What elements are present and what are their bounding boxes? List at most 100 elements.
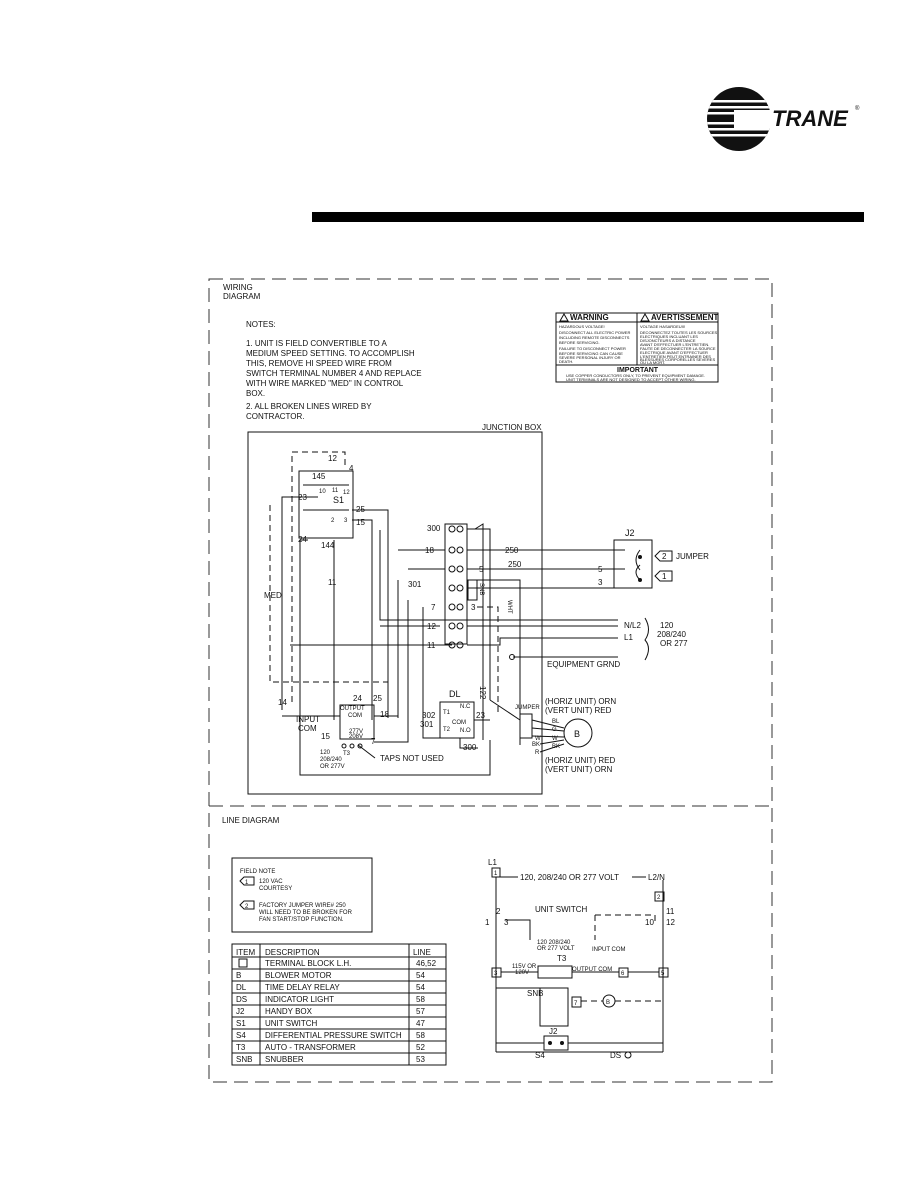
legend-description: DIFFERENTIAL PRESSURE SWITCH: [265, 1031, 402, 1040]
svg-text:4: 4: [349, 464, 354, 473]
j2-handy-box: J2 2 JUMPER 1 5 3: [467, 528, 709, 589]
legend-line: 52: [416, 1043, 425, 1052]
svg-text:1: 1: [485, 918, 490, 927]
svg-text:LINE: LINE: [413, 948, 431, 957]
note-2-line: 2. ALL BROKEN LINES WIRED BY: [246, 402, 372, 411]
legend-description: AUTO - TRANSFORMER: [265, 1043, 356, 1052]
legend-description: TIME DELAY RELAY: [265, 983, 340, 992]
svg-text:BLESSURES CORPORELLES SEVERES: BLESSURES CORPORELLES SEVERES: [640, 357, 715, 362]
legend-description: SNUBBER: [265, 1055, 304, 1064]
svg-text:3: 3: [504, 918, 509, 927]
svg-text:7: 7: [371, 737, 376, 746]
legend-line: 47: [416, 1019, 425, 1028]
svg-text:T3: T3: [557, 954, 567, 963]
legend-description: UNIT SWITCH: [265, 1019, 318, 1028]
svg-text:120V: 120V: [515, 970, 529, 976]
svg-text:J2: J2: [549, 1027, 558, 1036]
svg-text:10: 10: [319, 489, 326, 495]
svg-text:WILL NEED TO BE BROKEN FOR: WILL NEED TO BE BROKEN FOR: [259, 910, 353, 916]
svg-text:18: 18: [380, 710, 389, 719]
svg-text:14: 14: [278, 698, 287, 707]
svg-text:1: 1: [494, 871, 498, 877]
svg-text:120: 120: [320, 750, 331, 756]
legend-item: DS: [236, 995, 247, 1004]
svg-text:L1: L1: [624, 633, 633, 642]
svg-text:SEVERE PERSONAL INJURY OR: SEVERE PERSONAL INJURY OR: [559, 355, 621, 360]
field-note-box: FIELD NOTE 1 120 VAC COURTESY 2 FACTORY …: [231, 857, 373, 933]
svg-text:3: 3: [598, 578, 603, 587]
svg-text:ELECTRIQUE AVANT D'EFFECTUER: ELECTRIQUE AVANT D'EFFECTUER: [640, 350, 708, 355]
legend-line: 46,52: [416, 959, 437, 968]
svg-text:FAN START/STOP FUNCTION.: FAN START/STOP FUNCTION.: [259, 917, 344, 923]
svg-text:25: 25: [373, 694, 382, 703]
svg-text:277V: 277V: [349, 729, 363, 735]
wiring-title: WIRING: [223, 283, 253, 292]
junction-box: JUNCTION BOX 12 4 145 10 11 12 S1 23 25 …: [247, 423, 625, 795]
svg-text:BK: BK: [532, 742, 540, 748]
svg-text:208/240: 208/240: [657, 630, 686, 639]
svg-text:EQUIPMENT GRND: EQUIPMENT GRND: [547, 660, 620, 669]
legend-description: TERMINAL BLOCK L.H.: [265, 959, 351, 968]
svg-text:OU LA MORT.: OU LA MORT.: [640, 360, 665, 365]
sheet-frame: [208, 278, 773, 1083]
svg-text:11: 11: [332, 488, 339, 494]
svg-text:N/L2: N/L2: [624, 621, 641, 630]
svg-text:DECONNECTEZ TOUTES LES SOURCES: DECONNECTEZ TOUTES LES SOURCES: [640, 330, 718, 335]
power-supply-labels: N/L2 L1 120 208/240 OR 277 EQUIPMENT GRN…: [547, 617, 688, 669]
note-1-line: THIS, REMOVE HI SPEED WIRE FROM: [246, 359, 392, 368]
svg-text:TAPS NOT USED: TAPS NOT USED: [380, 754, 444, 763]
svg-text:USE COPPER CONDUCTORS ONLY, TO: USE COPPER CONDUCTORS ONLY, TO PREVENT E…: [566, 373, 705, 378]
terminal-strip: [448, 525, 464, 649]
line-schematic: 1 L1 120, 208/240 OR 277 VOLT L2/N 2 2 3…: [485, 858, 675, 1060]
svg-text:COM: COM: [348, 713, 362, 719]
svg-text:S1: S1: [333, 495, 344, 505]
legend-item: J2: [236, 1007, 245, 1016]
svg-text:L'ENTRETIEN PEUT ENTRAINER DES: L'ENTRETIEN PEUT ENTRAINER DES: [640, 354, 711, 359]
svg-text:COURTESY: COURTESY: [259, 886, 292, 892]
svg-text:3: 3: [471, 603, 476, 612]
legend-description: INDICATOR LIGHT: [265, 995, 334, 1004]
svg-text:BEFORE SERVICING CAN CAUSE: BEFORE SERVICING CAN CAUSE: [559, 351, 623, 356]
svg-text:24: 24: [353, 694, 362, 703]
svg-text:1: 1: [245, 880, 249, 886]
svg-text:11: 11: [666, 907, 675, 916]
note-1-line: MEDIUM SPEED SETTING. TO ACCOMPLISH: [246, 349, 415, 358]
legend-line: 54: [416, 983, 425, 992]
svg-text:144: 144: [321, 541, 335, 550]
svg-text:302: 302: [422, 711, 436, 720]
warning-subtitle-fr: VOLTAGE HASARDEUX!: [640, 324, 685, 329]
svg-text:T2: T2: [443, 727, 451, 733]
svg-text:3: 3: [494, 971, 498, 977]
legend-line: 54: [416, 971, 425, 980]
svg-text:DL: DL: [449, 689, 461, 699]
svg-text:N.O: N.O: [460, 728, 471, 734]
svg-text:11: 11: [427, 641, 436, 650]
svg-text:2: 2: [496, 907, 501, 916]
svg-text:115V OR: 115V OR: [512, 964, 537, 970]
svg-text:11: 11: [328, 578, 337, 587]
svg-text:OUTPUT: OUTPUT: [340, 706, 365, 712]
legend-item: DL: [236, 983, 247, 992]
svg-text:AVANT D'EFFECTUER L'ENTRETIEN.: AVANT D'EFFECTUER L'ENTRETIEN.: [640, 342, 709, 347]
svg-text:T1: T1: [443, 710, 451, 716]
svg-text:300: 300: [427, 524, 441, 533]
legend-item: T3: [236, 1043, 246, 1052]
svg-text:R: R: [535, 750, 540, 756]
svg-text:SNB: SNB: [527, 989, 543, 998]
svg-text:INPUT COM: INPUT COM: [592, 947, 626, 953]
svg-text:FACTORY JUMPER WIRE# 250: FACTORY JUMPER WIRE# 250: [259, 903, 346, 909]
svg-text:DISJONCTEURS A DISTANCE: DISJONCTEURS A DISTANCE: [640, 338, 696, 343]
svg-text:JUMPER: JUMPER: [515, 705, 540, 711]
legend-description: BLOWER MOTOR: [265, 971, 332, 980]
svg-text:12: 12: [343, 490, 350, 496]
svg-text:WHT: WHT: [506, 600, 512, 614]
svg-text:FAUTE DE DECONNECTER LA SOURCE: FAUTE DE DECONNECTER LA SOURCE: [640, 346, 716, 351]
svg-text:301: 301: [408, 580, 422, 589]
legend-line: 53: [416, 1055, 425, 1064]
svg-text:7: 7: [574, 1001, 578, 1007]
legend-item: SNB: [236, 1055, 252, 1064]
svg-text:2: 2: [657, 895, 661, 901]
svg-text:120, 208/240 OR 277 VOLT: 120, 208/240 OR 277 VOLT: [520, 873, 619, 882]
indicator-light-icon: [624, 1051, 632, 1059]
svg-text:15: 15: [356, 518, 365, 527]
